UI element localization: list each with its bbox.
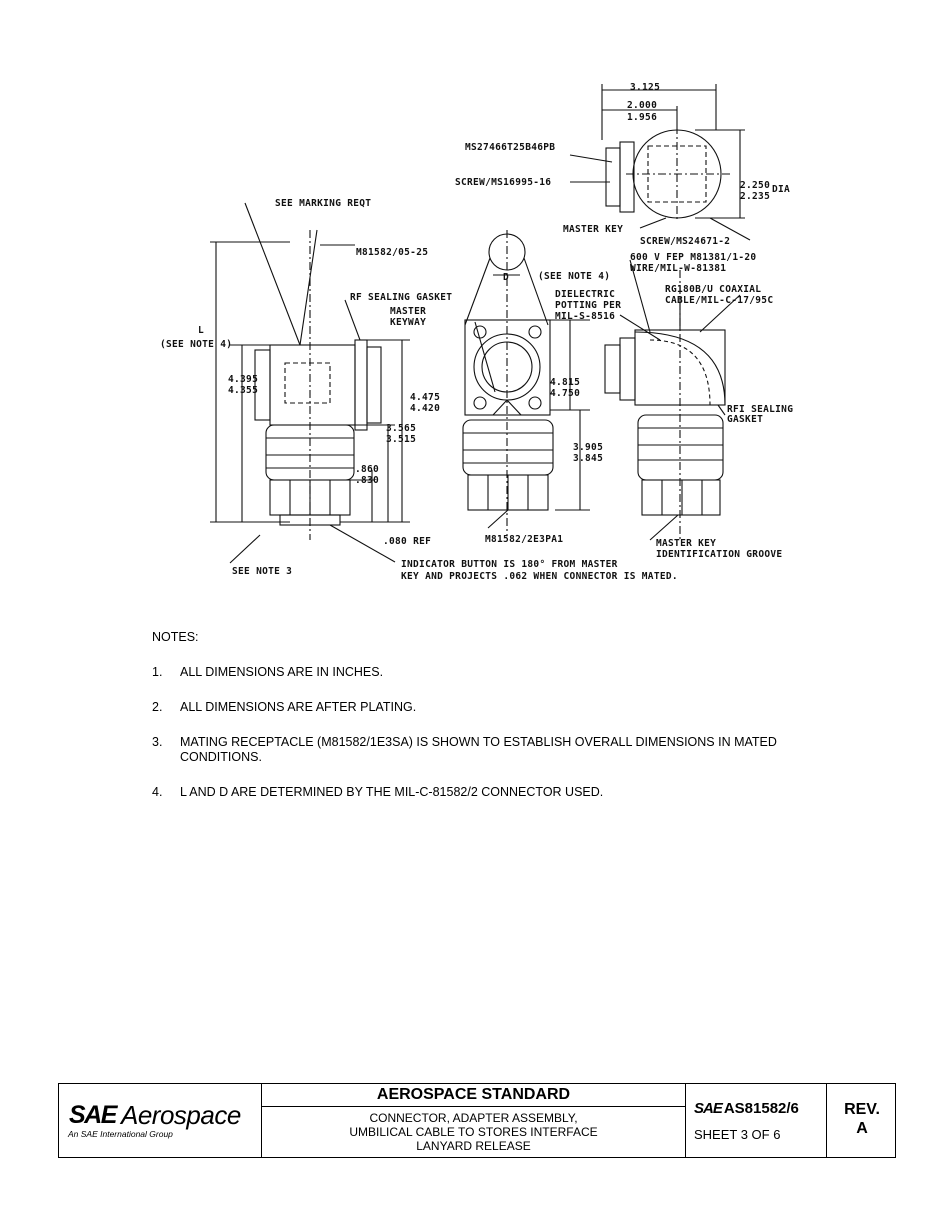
- label-see-marking: SEE MARKING REQT: [275, 198, 371, 209]
- note-item: 1. ALL DIMENSIONS ARE IN INCHES.: [152, 665, 832, 680]
- label-dielectric-2: POTTING PER: [555, 300, 621, 311]
- note-text: MATING RECEPTACLE (M81582/1E3SA) IS SHOW…: [180, 735, 777, 764]
- logo-cell: SAE Aerospace An SAE International Group: [59, 1084, 262, 1157]
- standard-heading: AEROSPACE STANDARD: [262, 1084, 685, 1107]
- title-line: LANYARD RELEASE: [416, 1139, 531, 1153]
- revision-label: REV.: [844, 1101, 880, 1118]
- label-coax-1: RG180B/U COAXIAL: [665, 284, 761, 295]
- label-see-note4-d: (SEE NOTE 4): [538, 271, 610, 282]
- label-screw-ms24671: SCREW/MS24671-2: [640, 236, 730, 247]
- label-see-note3: SEE NOTE 3: [232, 566, 292, 577]
- label-master-keyway-1: MASTER: [390, 306, 426, 317]
- dim-3565: 3.565: [386, 423, 416, 434]
- label-m81582-2e3: M81582/2E3PA1: [485, 534, 563, 545]
- side-view-right: [604, 259, 741, 541]
- notes-section: NOTES: 1. ALL DIMENSIONS ARE IN INCHES. …: [152, 630, 832, 820]
- end-view: [569, 84, 751, 241]
- revision: REV. A: [827, 1084, 897, 1138]
- dim-080-ref: .080 REF: [383, 536, 431, 547]
- revision-cell: REV. A: [827, 1084, 897, 1157]
- title-cell: AEROSPACE STANDARD CONNECTOR, ADAPTER AS…: [262, 1084, 686, 1157]
- label-rfi-seal-1: RFI SEALING: [727, 404, 793, 415]
- dim-4420: 4.420: [410, 403, 440, 414]
- dim-dia: DIA: [772, 184, 790, 195]
- document-title: CONNECTOR, ADAPTER ASSEMBLY, UMBILICAL C…: [262, 1107, 685, 1153]
- note-item: 2. ALL DIMENSIONS ARE AFTER PLATING.: [152, 700, 832, 715]
- sae-logo-tagline: An SAE International Group: [68, 1129, 173, 1139]
- label-screw-ms16995: SCREW/MS16995-16: [455, 177, 551, 188]
- label-m81582-05: M81582/05-25: [356, 247, 428, 258]
- note-number: 3.: [152, 735, 163, 749]
- dim-4395: 4.395: [228, 374, 258, 385]
- note-item: 3. MATING RECEPTACLE (M81582/1E3SA) IS S…: [152, 735, 832, 765]
- note-number: 4.: [152, 785, 163, 799]
- sae-small-logo: SAE: [694, 1100, 723, 1117]
- dim-2000: 2.000: [627, 100, 657, 111]
- label-ms27466: MS27466T25B46PB: [465, 142, 555, 153]
- note-text: ALL DIMENSIONS ARE AFTER PLATING.: [180, 700, 417, 714]
- label-wire-1: 600 V FEP M81381/1-20: [630, 252, 756, 263]
- label-see-note4-l: (SEE NOTE 4): [160, 339, 232, 350]
- label-indicator-1: INDICATOR BUTTON IS 180° FROM MASTER: [401, 559, 618, 570]
- label-indicator-2: KEY AND PROJECTS .062 WHEN CONNECTOR IS …: [401, 571, 678, 582]
- note-number: 2.: [152, 700, 163, 714]
- notes-title: NOTES:: [152, 630, 199, 644]
- sae-logo-mark: SAE: [69, 1101, 117, 1129]
- dim-2235: 2.235: [740, 191, 770, 202]
- label-rf-seal: RF SEALING GASKET: [350, 292, 452, 303]
- label-master-keyway-2: KEYWAY: [390, 317, 426, 328]
- dim-3845: 3.845: [573, 453, 603, 464]
- label-wire-2: WIRE/MIL-W-81381: [630, 263, 726, 274]
- sheet-number: SHEET 3 OF 6: [694, 1127, 781, 1142]
- document-number-text: AS81582/6: [723, 1100, 799, 1117]
- note-text: L AND D ARE DETERMINED BY THE MIL-C-8158…: [180, 785, 604, 799]
- revision-value: A: [856, 1120, 868, 1137]
- label-dielectric-3: MIL-S-8516: [555, 311, 615, 322]
- label-rfi-seal-2: GASKET: [727, 414, 763, 425]
- dim-4750: 4.750: [550, 388, 580, 399]
- label-master-key: MASTER KEY: [563, 224, 623, 235]
- dim-3125: 3.125: [630, 82, 660, 93]
- note-item: 4. L AND D ARE DETERMINED BY THE MIL-C-8…: [152, 785, 832, 800]
- dim-3905: 3.905: [573, 442, 603, 453]
- label-d: D: [503, 272, 509, 283]
- note-number: 1.: [152, 665, 163, 679]
- dim-830: .830: [355, 475, 379, 486]
- label-coax-2: CABLE/MIL-C-17/95C: [665, 295, 773, 306]
- engineering-drawing: 3.125 2.000 1.956 MS27466T25B46PB SCREW/…: [150, 70, 820, 600]
- label-dielectric-1: DIELECTRIC: [555, 289, 615, 300]
- dim-860: .860: [355, 464, 379, 475]
- dim-1956: 1.956: [627, 112, 657, 123]
- dim-4475: 4.475: [410, 392, 440, 403]
- title-line: CONNECTOR, ADAPTER ASSEMBLY,: [369, 1111, 578, 1125]
- label-master-key-id-1: MASTER KEY: [656, 538, 716, 549]
- sae-logo-word: Aerospace: [121, 1100, 241, 1130]
- connector-drawing-svg: 3.125 2.000 1.956 MS27466T25B46PB SCREW/…: [160, 82, 793, 582]
- side-view-left: [210, 202, 410, 564]
- dim-2250: 2.250: [740, 180, 770, 191]
- label-master-key-id-2: IDENTIFICATION GROOVE: [656, 549, 782, 560]
- dim-3515: 3.515: [386, 434, 416, 445]
- label-l: L: [198, 325, 204, 336]
- title-line: UMBILICAL CABLE TO STORES INTERFACE: [349, 1125, 598, 1139]
- dim-4355: 4.355: [228, 385, 258, 396]
- note-text: ALL DIMENSIONS ARE IN INCHES.: [180, 665, 384, 679]
- drawing-labels: 3.125 2.000 1.956 MS27466T25B46PB SCREW/…: [160, 82, 793, 582]
- dim-4815: 4.815: [550, 377, 580, 388]
- front-view-middle: [462, 230, 590, 535]
- title-block: SAE Aerospace An SAE International Group…: [58, 1083, 896, 1158]
